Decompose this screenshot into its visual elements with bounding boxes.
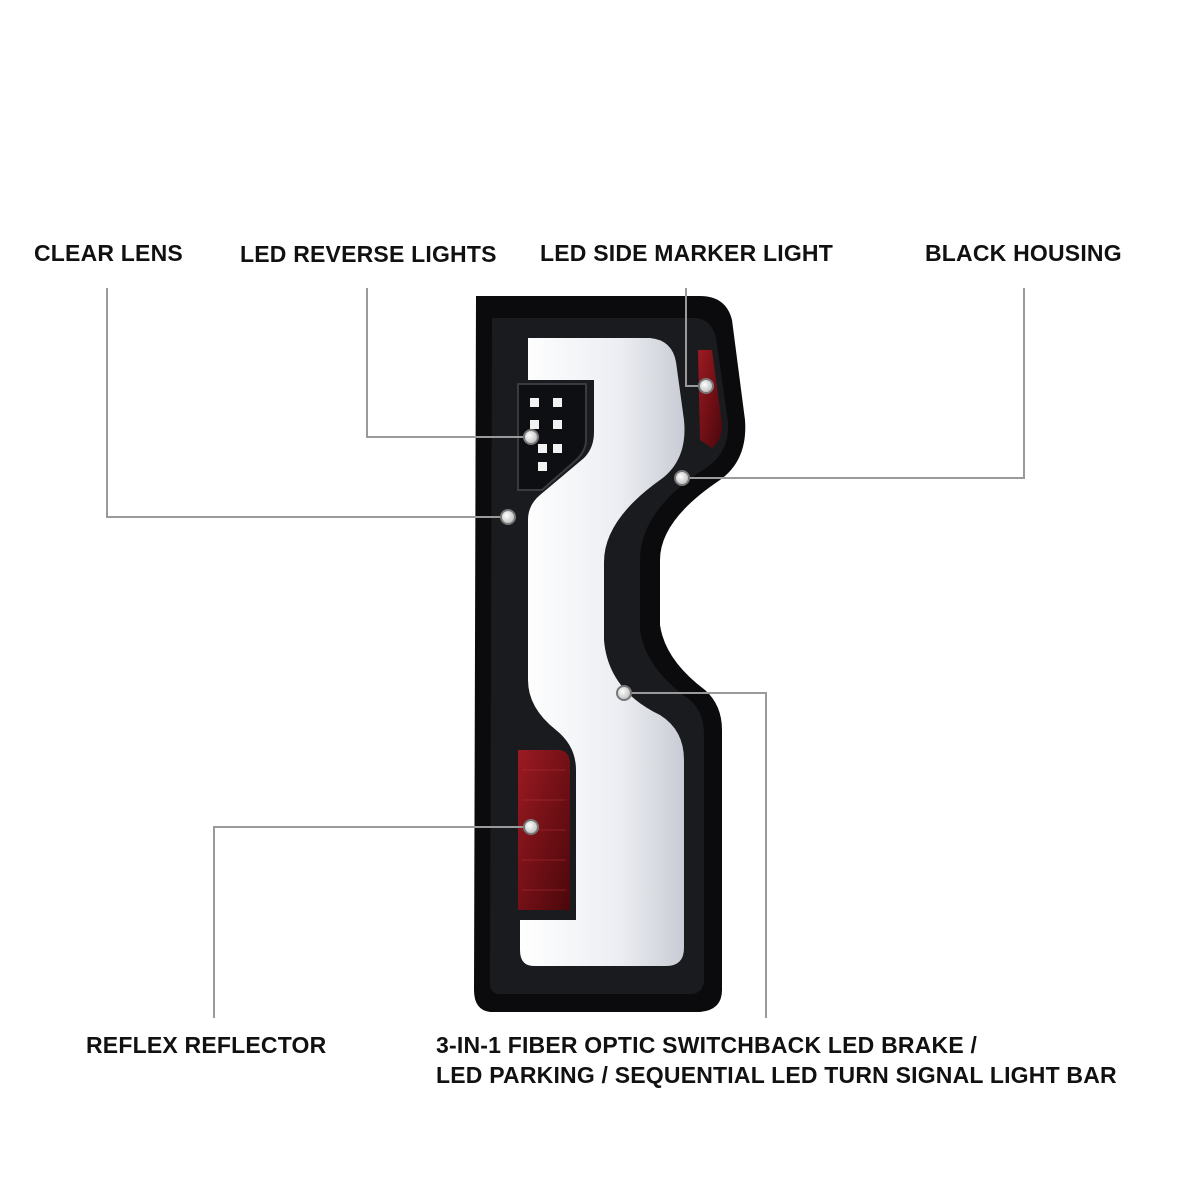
reflex-reflector-label: REFLEX REFLECTOR: [86, 1032, 327, 1058]
reverse-light-block: [517, 383, 587, 491]
black-housing-label: BLACK HOUSING: [925, 240, 1122, 266]
clear-lens-label: CLEAR LENS: [34, 240, 183, 266]
dot-side-marker: [698, 378, 714, 394]
dot-fiber-optic: [616, 685, 632, 701]
callout-dots: [500, 378, 714, 835]
dot-reverse-lights: [523, 429, 539, 445]
led-reverse-lights-label: LED REVERSE LIGHTS: [240, 241, 497, 267]
leader-black-housing: [684, 288, 1025, 479]
fiber-optic-label-line2: LED PARKING / SEQUENTIAL LED TURN SIGNAL…: [436, 1062, 1117, 1088]
leader-clear-lens: [106, 288, 508, 518]
fiber-optic-label-line1: 3-IN-1 FIBER OPTIC SWITCHBACK LED BRAKE …: [436, 1032, 978, 1058]
leader-reverse-lights: [366, 288, 530, 438]
reverse-led-chips: [530, 398, 562, 471]
dot-clear-lens: [500, 509, 516, 525]
reflector-texture: [522, 769, 566, 891]
leader-fiber-optic: [624, 692, 767, 1018]
fiber-optic-light-bar: [520, 338, 685, 966]
leader-reflex-reflector: [213, 826, 530, 1018]
dot-reflex-reflector: [523, 819, 539, 835]
side-marker-lens: [698, 350, 722, 448]
dot-black-housing: [674, 470, 690, 486]
led-side-marker-light-label: LED SIDE MARKER LIGHT: [540, 240, 833, 266]
